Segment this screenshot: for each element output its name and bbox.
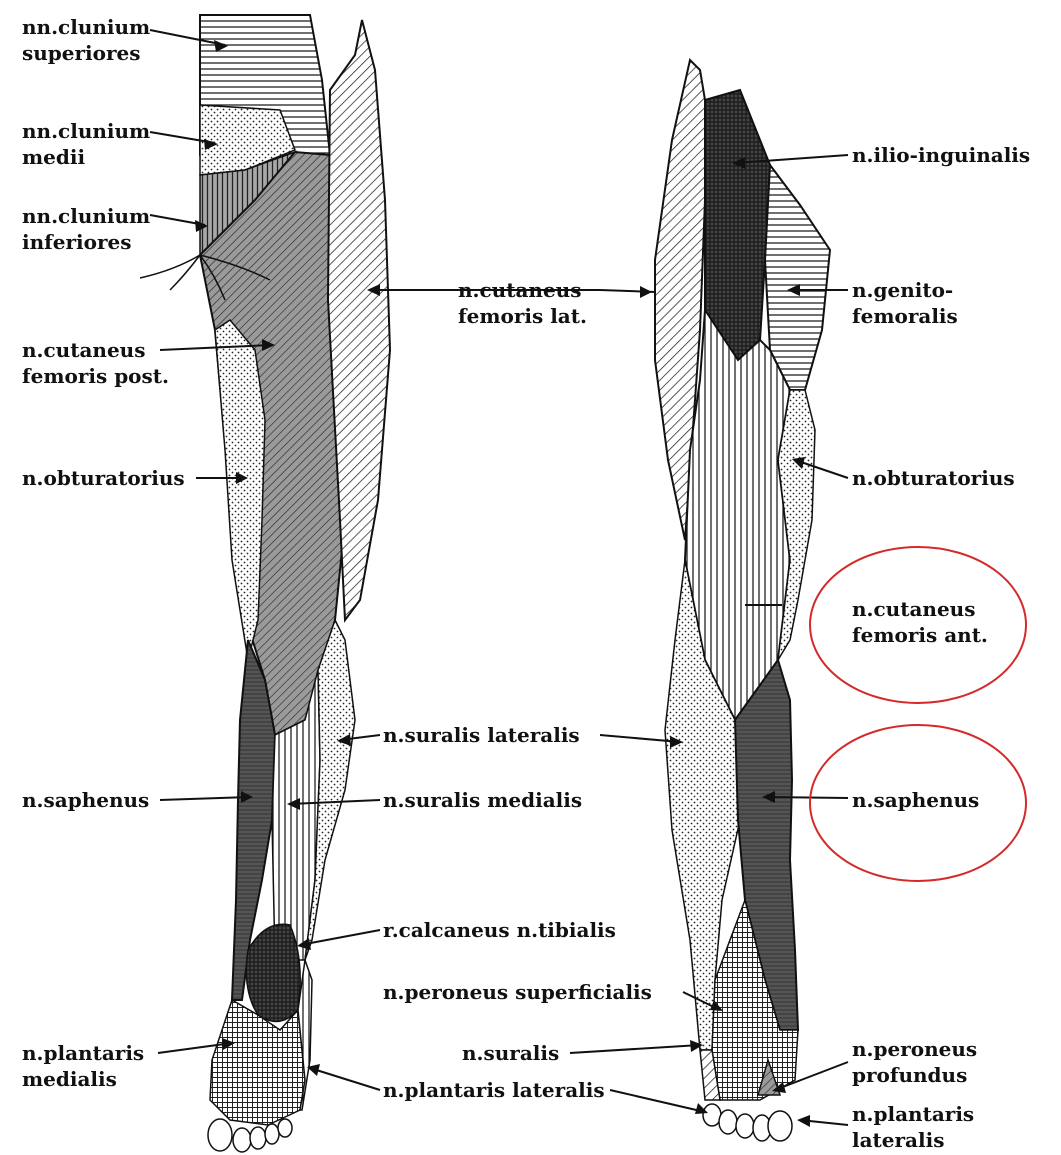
label-plantaris-lateralis-center: n.plantaris lateralis [383, 1077, 605, 1103]
label-calcaneus-tibialis: r.calcaneus n.tibialis [383, 917, 616, 943]
label-suralis-medialis: n.suralis medialis [383, 787, 582, 813]
label-saphenus-ant: n.saphenus [852, 787, 979, 813]
anterior-leg [655, 60, 830, 1141]
region-obturatorius-post [215, 320, 265, 660]
label-peroneus-superficialis: n.peroneus superficialis [383, 979, 652, 1005]
label-saphenus-post: n.saphenus [22, 787, 149, 813]
label-ilio-inguinalis: n.ilio-inguinalis [852, 142, 1030, 168]
region-plantaris-medialis [210, 1000, 305, 1125]
anterior-toes [703, 1104, 792, 1141]
label-genito-femoralis: n.genito-femoralis [852, 277, 958, 329]
region-ilio-inguinalis [705, 90, 770, 360]
label-obturatorius-ant: n.obturatorius [852, 465, 1015, 491]
label-suralis-lateralis: n.suralis lateralis [383, 722, 580, 748]
label-suralis: n.suralis [462, 1040, 559, 1066]
posterior-leg [140, 15, 390, 1152]
region-cutaneus-femoris-post [200, 152, 345, 735]
region-calcaneus [246, 924, 300, 1021]
posterior-toes [208, 1119, 292, 1152]
region-genito-femoralis [765, 165, 830, 390]
label-obturatorius-post: n.obturatorius [22, 465, 185, 491]
